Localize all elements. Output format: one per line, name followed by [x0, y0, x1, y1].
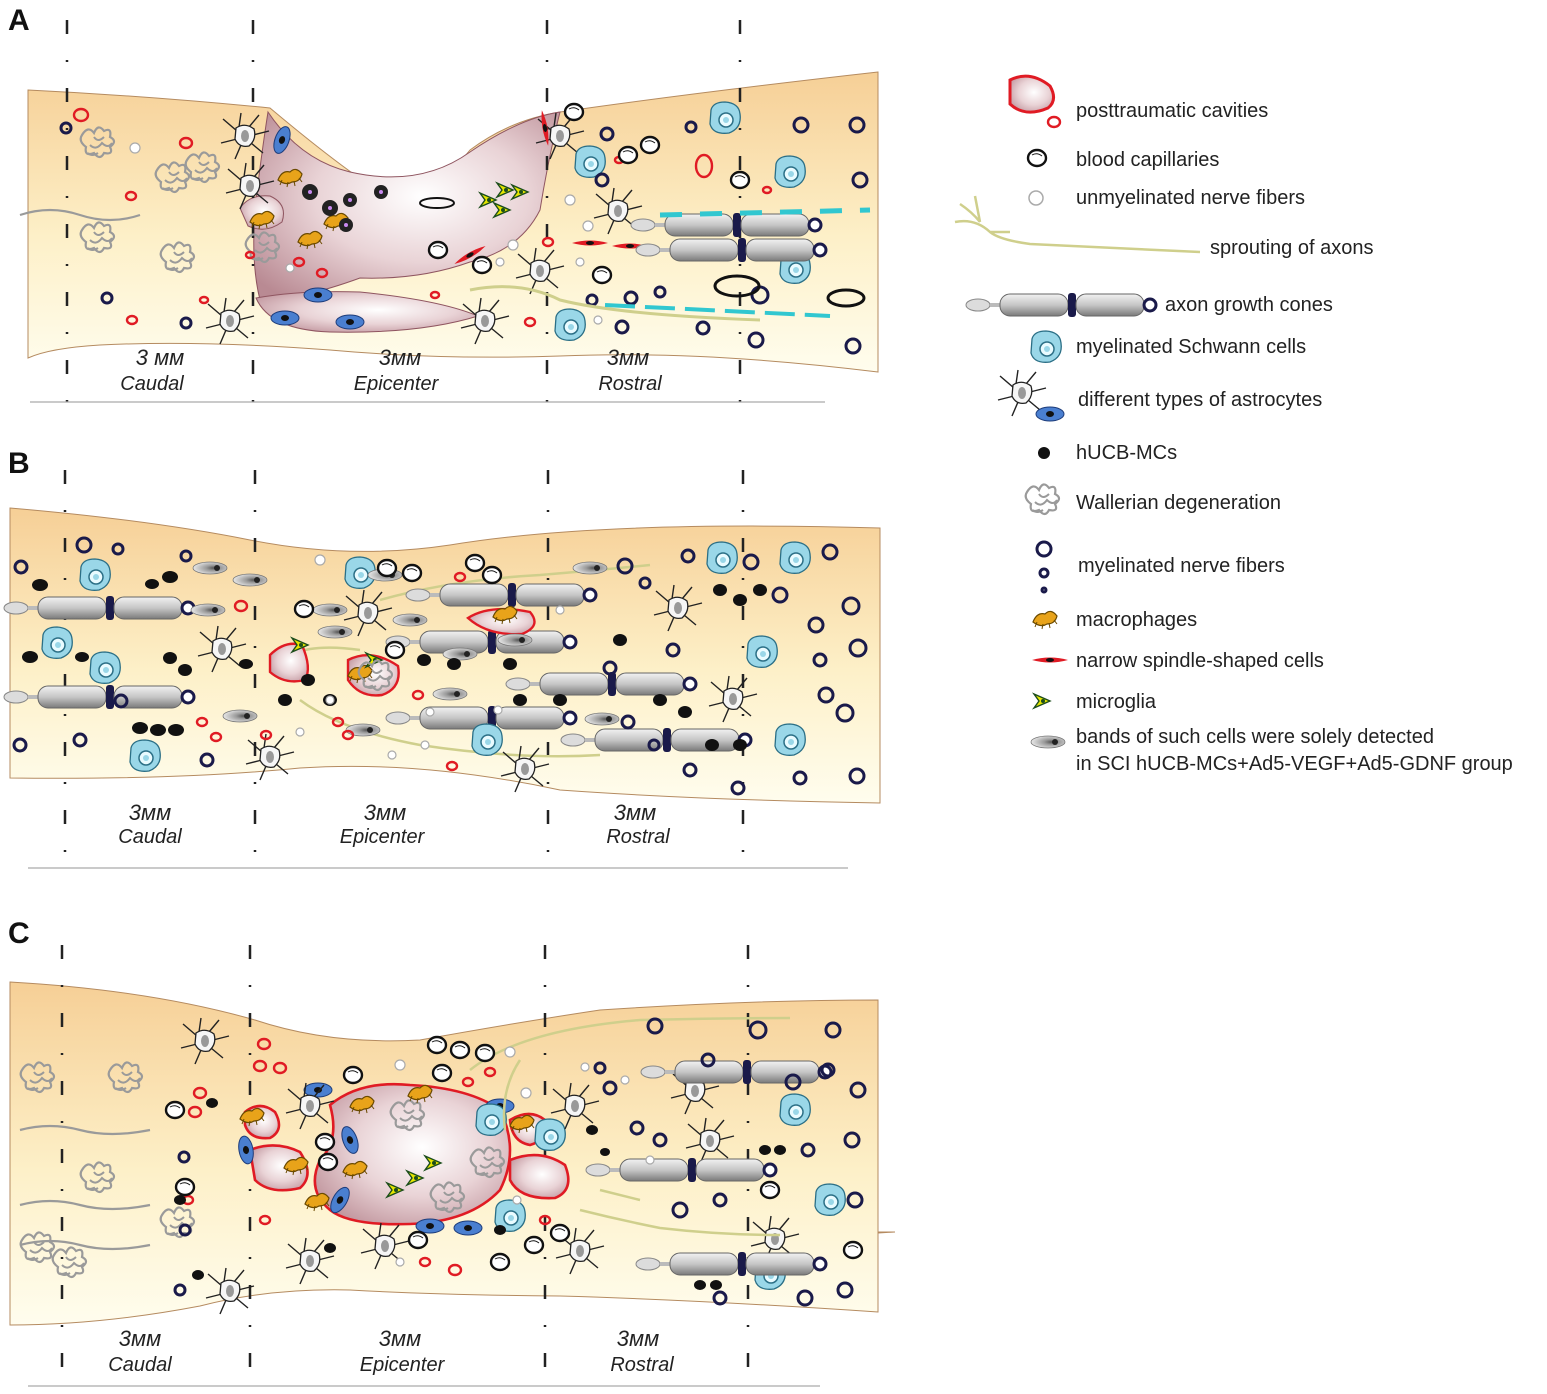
- segment-name: Epicenter: [340, 826, 426, 848]
- legend-item: myelinated nerve fibers: [1035, 540, 1285, 594]
- segment-name: Epicenter: [354, 373, 440, 395]
- legend-item: bands of such cells were solely detected…: [1030, 726, 1513, 775]
- legend: posttraumatic cavities blood capillaries…: [954, 74, 1513, 775]
- legend-label-line2: in SCI hUCB-MCs+Ad5-VEGF+Ad5-GDNF group: [1076, 753, 1513, 775]
- legend-item: Wallerian degeneration: [1024, 483, 1281, 516]
- legend-item: microglia: [1033, 691, 1157, 713]
- panel-b: B 3мм Caudal 3мм Epicenter 3мм Rostral: [2, 447, 881, 870]
- segment-length: 3мм: [617, 1326, 659, 1351]
- schwann-cell-icon: [1030, 330, 1063, 364]
- legend-label: myelinated Schwann cells: [1076, 336, 1306, 358]
- legend-label: blood capillaries: [1076, 149, 1219, 171]
- segment-length: 3мм: [129, 800, 171, 825]
- segment-name: Rostral: [606, 826, 670, 848]
- panel-letter-a: A: [8, 4, 30, 37]
- segment-length: 3мм: [614, 800, 656, 825]
- panel-letter-b: B: [8, 447, 30, 480]
- band-cell-icon: [1030, 735, 1066, 749]
- legend-item: hUCB-MCs: [1038, 442, 1177, 464]
- unmyelinated-fiber-icon: [1028, 190, 1044, 206]
- microglia-icon: [1033, 693, 1051, 709]
- cavity-icon: [1008, 74, 1055, 114]
- spindle-cell-icon: [1032, 657, 1068, 663]
- segment-length: 3мм: [364, 800, 406, 825]
- segment-length: 3мм: [379, 1326, 421, 1351]
- segment-name: Rostral: [598, 373, 662, 395]
- panel-letter-c: C: [8, 917, 30, 950]
- legend-item: macrophages: [1032, 609, 1197, 631]
- myelinated-fiber-icon: [1035, 540, 1053, 594]
- astrocyte-icon: [997, 369, 1047, 417]
- cells-c: [19, 1016, 867, 1315]
- legend-item: narrow spindle-shaped cells: [1032, 650, 1324, 672]
- legend-label: different types of astrocytes: [1078, 389, 1322, 411]
- blood-capillary-icon: [1026, 148, 1048, 168]
- wallerian-icon: [1024, 483, 1061, 516]
- cavity-a-main: [253, 110, 561, 301]
- segment-name: Rostral: [610, 1354, 674, 1376]
- legend-item: myelinated Schwann cells: [1030, 330, 1306, 364]
- legend-label: sprouting of axons: [1210, 237, 1373, 259]
- legend-item: unmyelinated nerve fibers: [1028, 187, 1305, 209]
- segment-length: 3мм: [379, 345, 421, 370]
- legend-label: bands of such cells were solely detected: [1076, 726, 1434, 748]
- cells-b: [2, 536, 868, 796]
- segment-name: Caudal: [120, 373, 184, 395]
- legend-label: axon growth cones: [1165, 294, 1333, 316]
- segment-length: 3 мм: [136, 345, 185, 370]
- hucb-mc-icon: [1038, 447, 1050, 459]
- panel-c: C 3мм Caudal 3мм Epicenter 3мм Rostral: [8, 917, 896, 1390]
- legend-label: hUCB-MCs: [1076, 442, 1177, 464]
- axon-sprout-icon: [954, 195, 1201, 254]
- segment-name: Caudal: [108, 1354, 172, 1376]
- legend-item: sprouting of axons: [954, 195, 1373, 259]
- panel-a: A 3 мм Caudal 3мм Epicenter 3мм Rostral: [8, 4, 879, 415]
- legend-label: myelinated nerve fibers: [1078, 555, 1285, 577]
- growth-cone-icon: [964, 291, 1158, 319]
- macrophage-icon: [1032, 610, 1058, 630]
- segment-name: Epicenter: [360, 1354, 446, 1376]
- legend-label: macrophages: [1076, 609, 1197, 631]
- legend-label: posttraumatic cavities: [1076, 100, 1268, 122]
- segment-length: 3мм: [607, 345, 649, 370]
- legend-item: axon growth cones: [964, 291, 1333, 319]
- segment-name: Caudal: [118, 826, 182, 848]
- legend-label: unmyelinated nerve fibers: [1076, 187, 1305, 209]
- legend-item: blood capillaries: [1026, 148, 1219, 171]
- segment-length: 3мм: [119, 1326, 161, 1351]
- legend-label: microglia: [1076, 691, 1157, 713]
- legend-label: Wallerian degeneration: [1076, 492, 1281, 514]
- cells-a: [19, 101, 871, 355]
- legend-item: different types of astrocytes: [997, 369, 1322, 422]
- legend-item: posttraumatic cavities: [1008, 74, 1268, 129]
- legend-label: narrow spindle-shaped cells: [1076, 650, 1324, 672]
